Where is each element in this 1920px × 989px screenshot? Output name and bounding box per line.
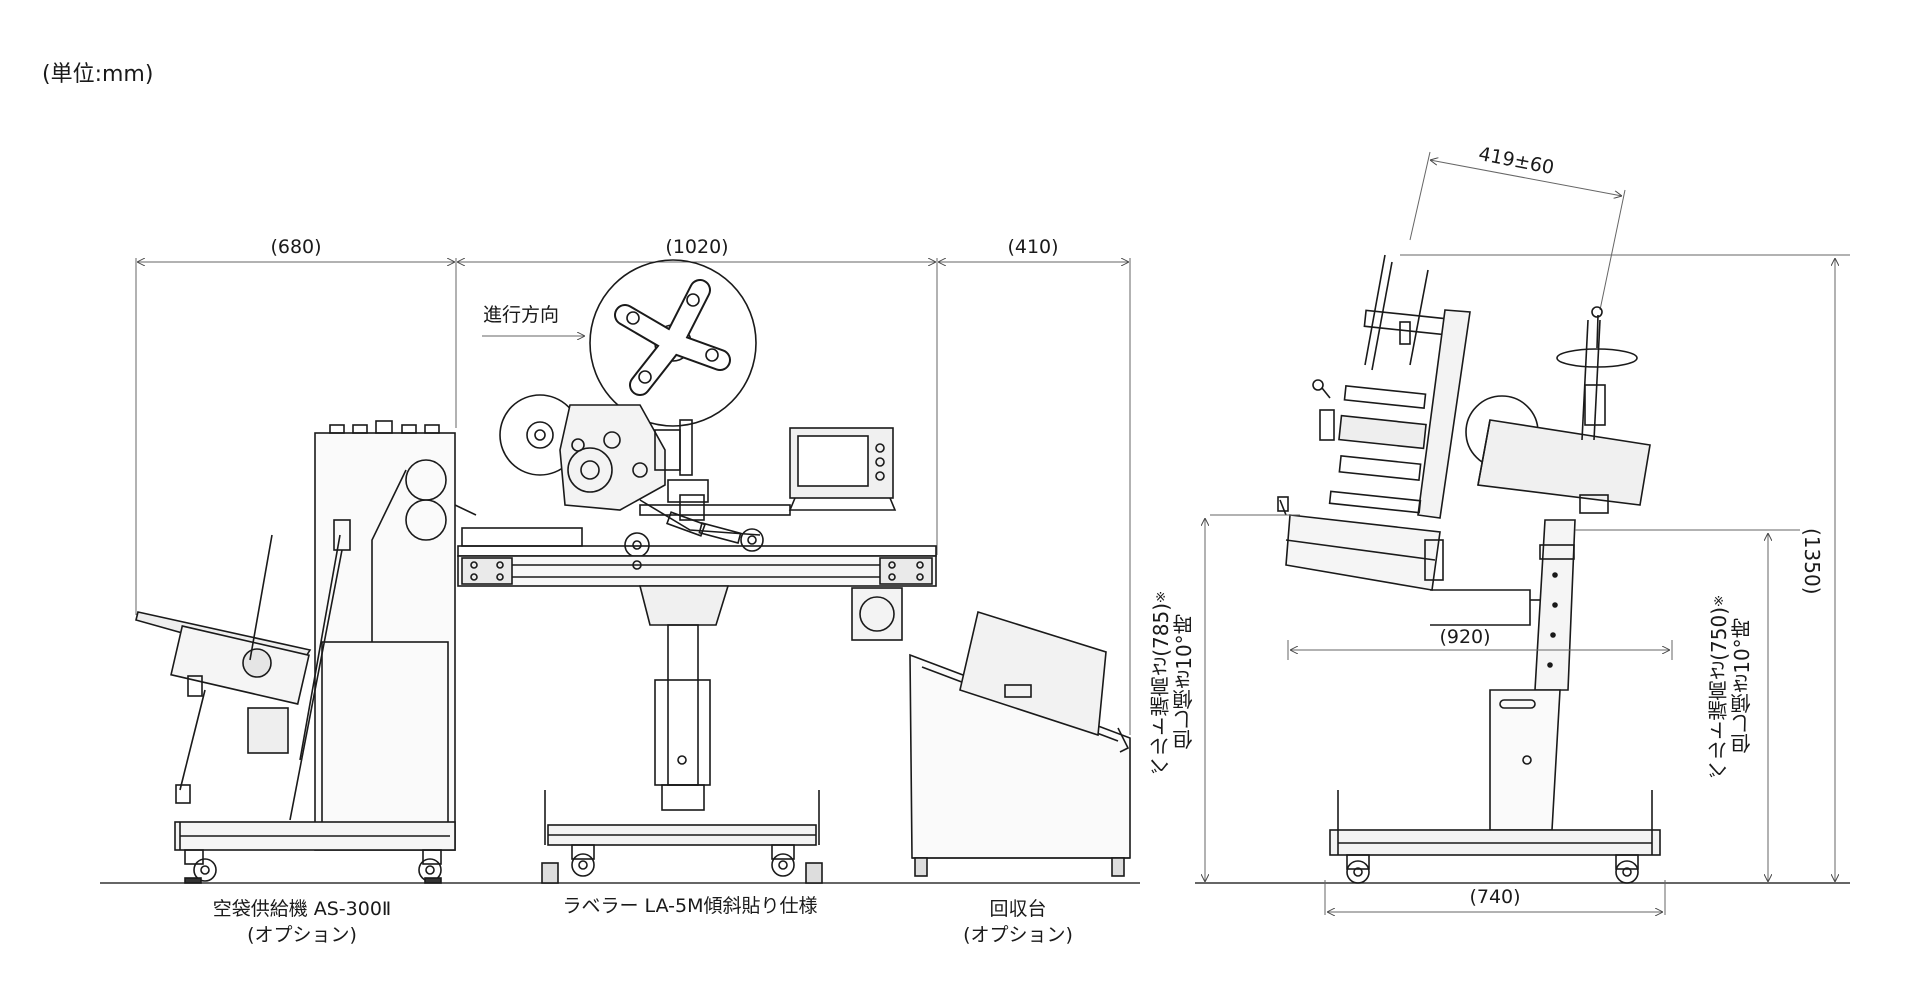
caption-labeler: ラベラー LA-5M傾斜貼り仕様 [562, 895, 818, 917]
caption-feeder-line2: (オプション) [247, 923, 357, 946]
belt-750-sub: 但し傾き10°時 [1730, 618, 1754, 755]
caption-collector-line1: 回収台 [989, 898, 1047, 920]
belt-785-sup: ※ [1153, 588, 1168, 603]
collector-table [909, 610, 1131, 877]
front-dimension-lines [135, 258, 1131, 735]
belt-785-text: ベルト端高さ(785) [1149, 603, 1173, 777]
caption-collector: 回収台 (オプション) [963, 897, 1073, 948]
belt-750-text: ベルト端高さ(750) [1707, 607, 1731, 781]
side-view-machine [1277, 151, 1661, 884]
dim-labeler-width: (1020) [665, 236, 729, 258]
dim-collector-width: (410) [1007, 236, 1059, 258]
caption-feeder-line1: 空袋供給機 AS-300Ⅱ [212, 898, 392, 920]
unit-note: (単位:mm) [42, 62, 154, 87]
belt-785-sub: 但し傾き10°時 [1172, 614, 1196, 751]
labeler-machine [457, 259, 937, 884]
belt-height-750-note: ベルト端高さ(750)※ 但し傾き10°時 [1707, 592, 1754, 781]
caption-collector-line2: (オプション) [963, 923, 1073, 946]
direction-label: 進行方向 [483, 304, 560, 326]
side-dimension-lines [1205, 254, 1850, 915]
dim-side-base: (740) [1469, 886, 1521, 908]
dim-side-depth: (920) [1439, 626, 1491, 648]
belt-height-785-note: ベルト端高さ(785)※ 但し傾き10°時 [1149, 588, 1196, 777]
feeder-machine [135, 420, 477, 884]
caption-feeder: 空袋供給機 AS-300Ⅱ (オプション) [213, 897, 392, 948]
belt-750-sup: ※ [1711, 592, 1726, 607]
dim-feeder-width: (680) [270, 236, 322, 258]
dim-overall-height: (1350) [1800, 528, 1824, 595]
